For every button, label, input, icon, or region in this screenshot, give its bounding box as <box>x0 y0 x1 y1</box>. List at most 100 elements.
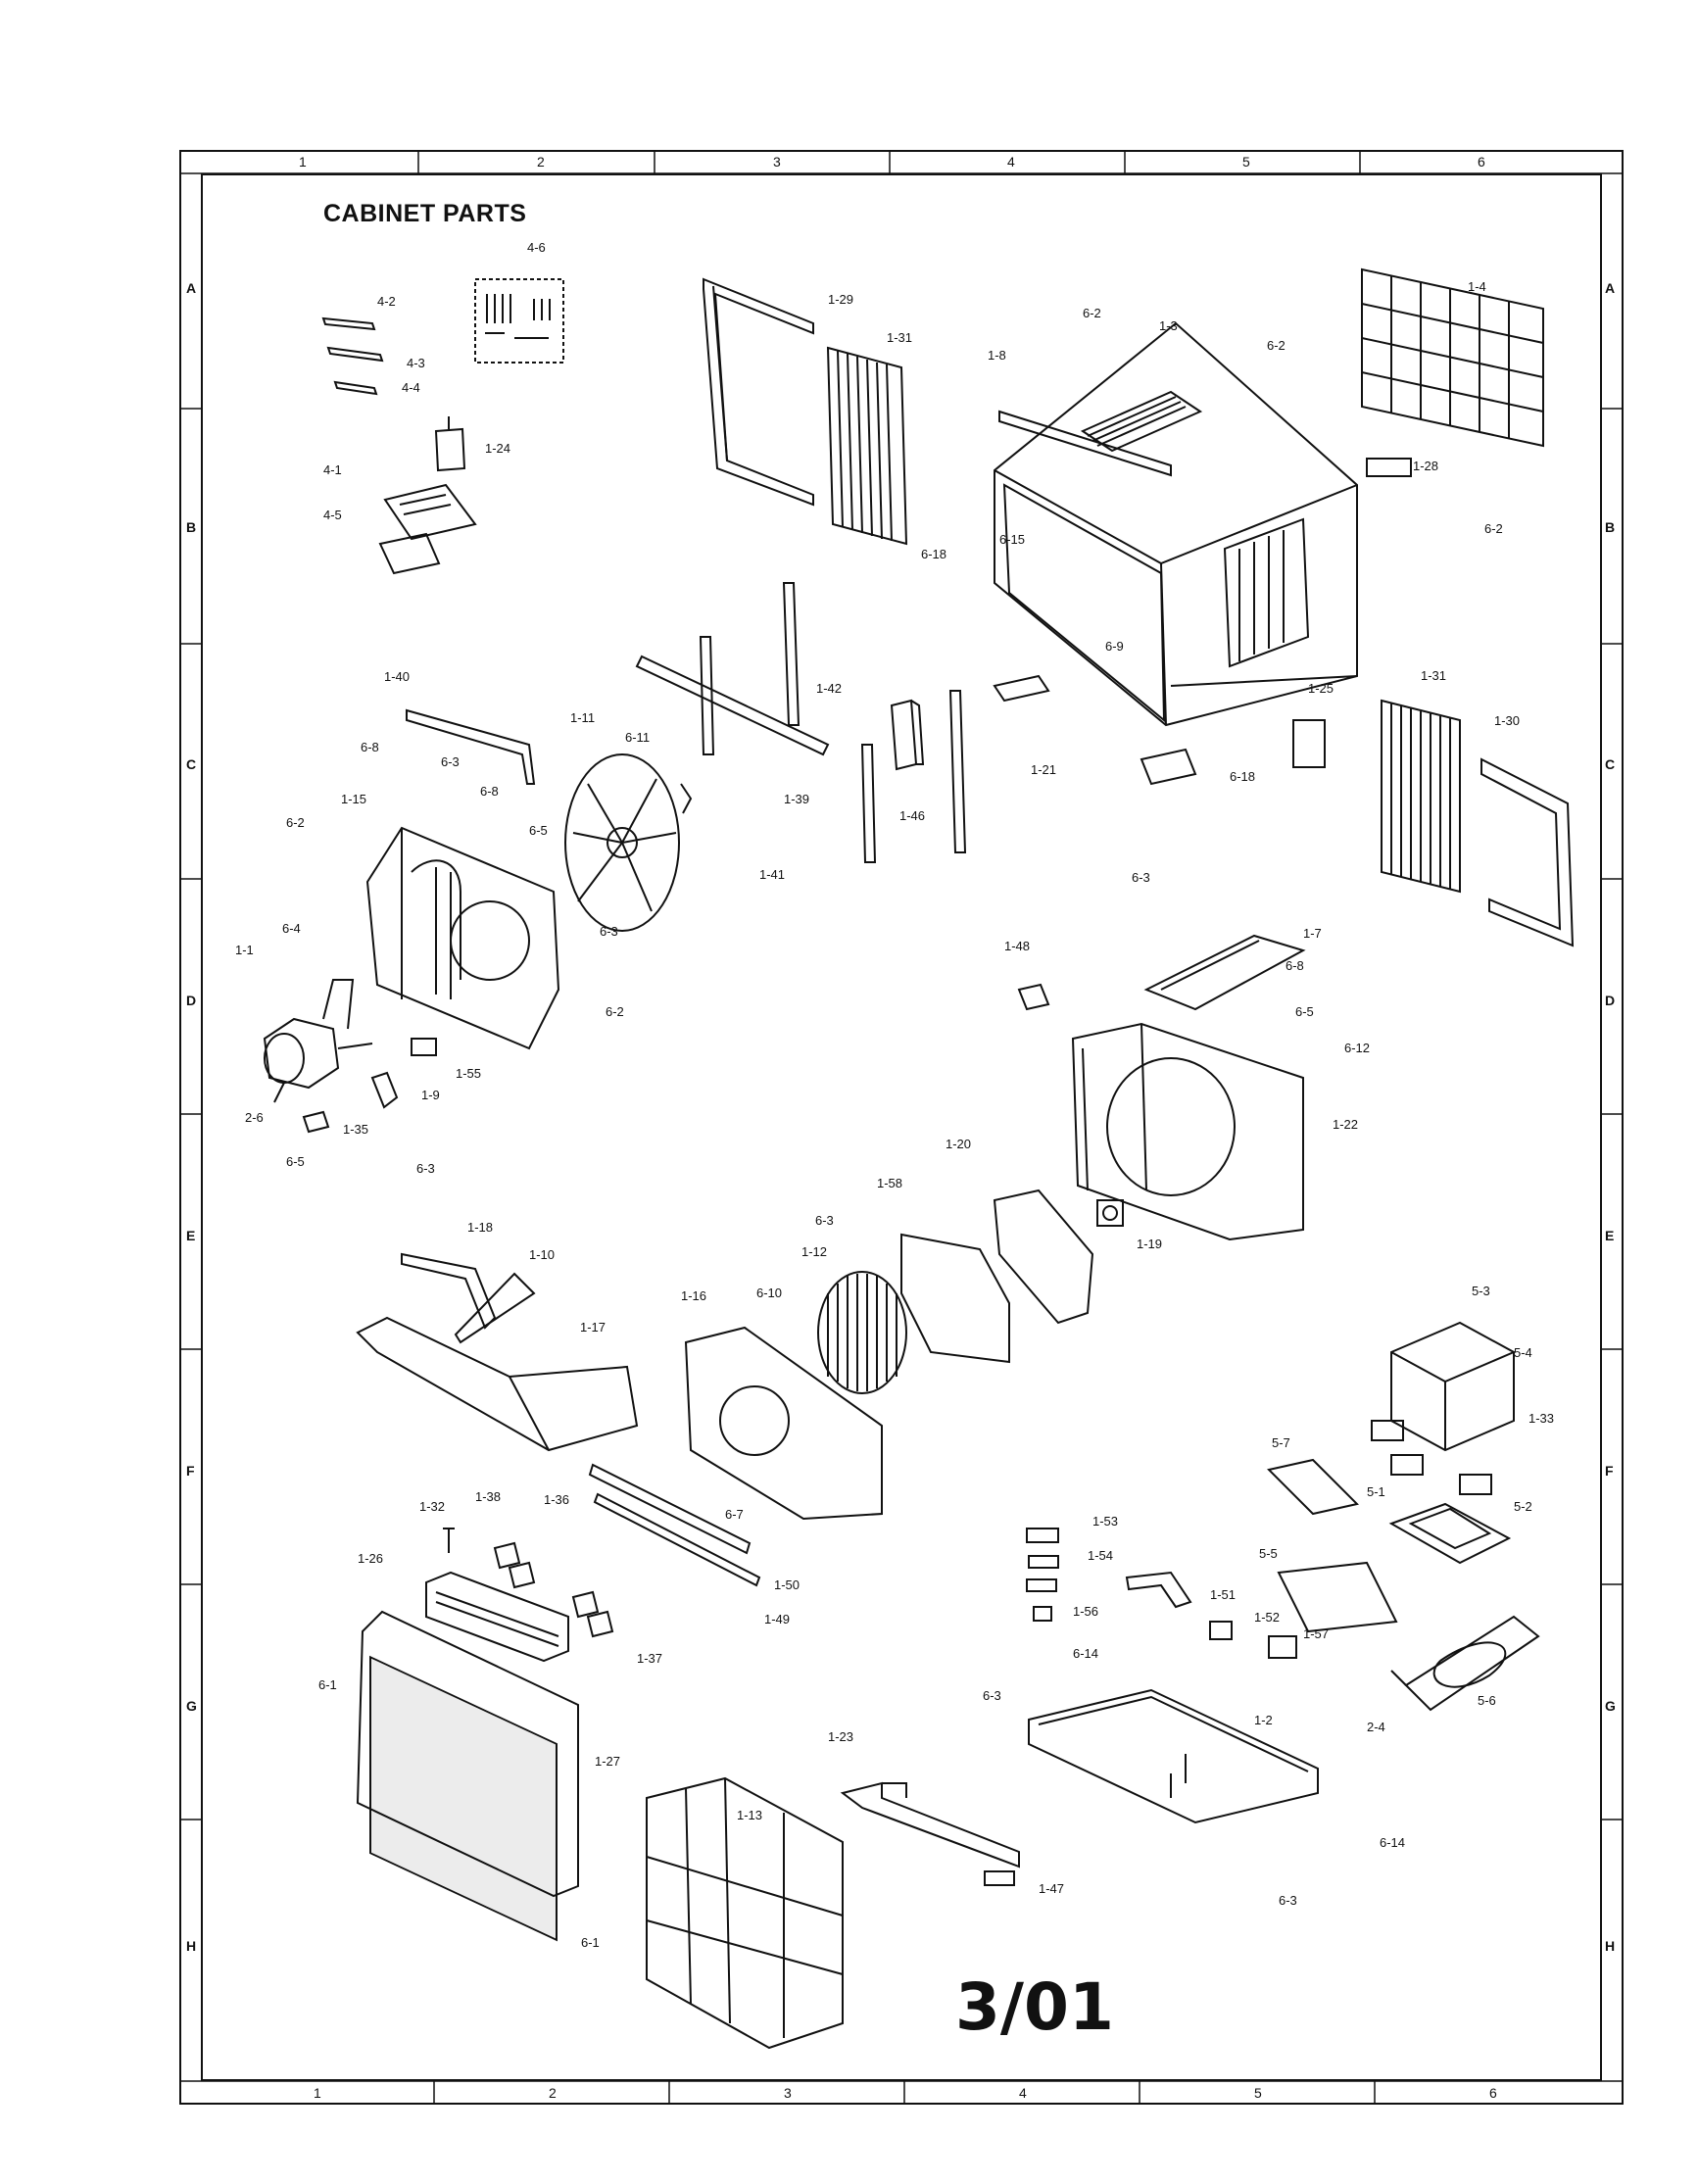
clips-1-38-1-37 <box>493 1541 614 1638</box>
callout-6-14-bottom: 6-14 <box>1380 1835 1406 1850</box>
grid-row-left-d: D <box>186 993 197 1008</box>
scroll-1-16 <box>684 1326 883 1521</box>
callout-6-10: 6-10 <box>756 1286 783 1300</box>
callout-1-30: 1-30 <box>1494 713 1521 728</box>
callout-1-33: 1-33 <box>1528 1411 1555 1426</box>
grid-row-right-c: C <box>1605 756 1616 772</box>
callout-1-20: 1-20 <box>946 1137 972 1151</box>
part-1-54 <box>1026 1555 1059 1592</box>
callout-1-23: 1-23 <box>828 1729 854 1744</box>
callout-1-7: 1-7 <box>1303 926 1322 941</box>
grid-row-left-e: E <box>186 1228 196 1243</box>
grid-col-top-3: 3 <box>773 154 781 170</box>
cabinet-1-3 <box>994 321 1358 727</box>
callout-1-49: 1-49 <box>764 1612 791 1626</box>
callout-6-8-mid: 6-8 <box>480 784 499 799</box>
callout-4-3: 4-3 <box>407 356 425 370</box>
grid-row-right-e: E <box>1605 1228 1615 1243</box>
callout-1-31-top: 1-31 <box>887 330 913 345</box>
callout-1-57: 1-57 <box>1303 1626 1330 1641</box>
callout-6-7: 6-7 <box>725 1507 744 1522</box>
callout-1-28: 1-28 <box>1413 459 1439 473</box>
part-1-56 <box>1033 1606 1052 1622</box>
grid-col-top-2: 2 <box>537 154 545 170</box>
callout-1-24: 1-24 <box>485 441 511 456</box>
grid-col-bottom-6: 6 <box>1489 2085 1497 2101</box>
cord-5-6 <box>1390 1615 1540 1712</box>
frame-1-23 <box>840 1781 1020 1869</box>
callout-1-54: 1-54 <box>1088 1548 1114 1563</box>
grid-row-left-c: C <box>186 756 197 772</box>
part-1-55 <box>411 1038 437 1056</box>
gasket-1-20 <box>993 1189 1094 1325</box>
callout-1-11: 1-11 <box>570 710 596 725</box>
grid-col-top-4: 4 <box>1007 154 1015 170</box>
callout-1-1: 1-1 <box>235 943 254 957</box>
callout-6-2-top: 6-2 <box>1083 306 1101 320</box>
part-1-57 <box>1268 1635 1297 1659</box>
callout-6-3-pan: 6-3 <box>983 1688 1001 1703</box>
callout-1-40: 1-40 <box>384 669 411 684</box>
callout-4-6: 4-6 <box>527 240 546 255</box>
grid-col-bottom-1: 1 <box>314 2085 321 2101</box>
base-pan-1-2 <box>1028 1688 1319 1824</box>
callout-4-5: 4-5 <box>323 508 342 522</box>
seal-1-39 <box>635 655 830 756</box>
bracket-1-8 <box>998 410 1172 477</box>
callout-1-52: 1-52 <box>1254 1610 1281 1625</box>
seal-1-42-a <box>782 582 800 726</box>
callout-1-18: 1-18 <box>467 1220 494 1235</box>
callout-1-37: 1-37 <box>637 1651 663 1666</box>
part-1-47 <box>984 1870 1015 1886</box>
callout-2-4: 2-4 <box>1367 1720 1385 1734</box>
baffle-1-18 <box>401 1252 497 1330</box>
callout-1-47: 1-47 <box>1039 1881 1065 1896</box>
rails-1-21 <box>993 674 1197 786</box>
grid-col-top-5: 5 <box>1242 154 1250 170</box>
callout-6-1-top: 6-1 <box>318 1677 337 1692</box>
grid-row-right-d: D <box>1605 993 1616 1008</box>
rod-1-40 <box>406 708 536 785</box>
orifice-1-22 <box>1071 1022 1304 1241</box>
seal-1-42-b <box>948 690 967 853</box>
callout-5-3: 5-3 <box>1472 1284 1490 1298</box>
grid-row-left-g: G <box>186 1698 197 1714</box>
callout-5-5: 5-5 <box>1259 1546 1278 1561</box>
manual-4-1 <box>383 483 477 541</box>
callout-1-55: 1-55 <box>456 1066 482 1081</box>
callout-1-32: 1-32 <box>419 1499 446 1514</box>
callout-6-3-duct: 6-3 <box>416 1161 435 1176</box>
fan-1-11 <box>564 753 693 932</box>
part-1-52 <box>1209 1621 1233 1640</box>
callout-1-38: 1-38 <box>475 1489 502 1504</box>
callout-1-36: 1-36 <box>544 1492 570 1507</box>
callout-6-3-fan: 6-3 <box>600 924 618 939</box>
cover-1-7 <box>1143 934 1306 1011</box>
hardware-bag-4-6 <box>474 278 564 364</box>
callout-1-56: 1-56 <box>1073 1604 1099 1619</box>
seal-1-49 <box>593 1492 761 1587</box>
callout-6-11: 6-11 <box>625 730 651 745</box>
callout-5-7: 5-7 <box>1272 1435 1290 1450</box>
clip-1-35 <box>302 1110 330 1134</box>
grid-col-bottom-5: 5 <box>1254 2085 1262 2101</box>
callout-1-42: 1-42 <box>816 681 843 696</box>
grid-ticks <box>179 150 1624 2105</box>
callout-1-46: 1-46 <box>899 808 926 823</box>
callout-6-3-bottom: 6-3 <box>1279 1893 1297 1908</box>
grid-col-bottom-4: 4 <box>1019 2085 1027 2101</box>
callout-4-1: 4-1 <box>323 462 342 477</box>
callout-6-14-top: 6-14 <box>1073 1646 1099 1661</box>
callout-6-18-b: 6-18 <box>1230 769 1256 784</box>
callout-1-22: 1-22 <box>1333 1117 1359 1132</box>
grid-row-right-a: A <box>1605 280 1616 296</box>
shroud-1-15 <box>365 826 560 1050</box>
callout-1-13: 1-13 <box>737 1808 763 1822</box>
grid-row-left-h: H <box>186 1938 197 1954</box>
board-5-2 <box>1388 1502 1512 1565</box>
callout-6-5-mid: 6-5 <box>529 823 548 838</box>
seal-1-41-b <box>860 744 877 863</box>
callout-1-27: 1-27 <box>595 1754 621 1769</box>
screw-1-32 <box>443 1528 455 1553</box>
